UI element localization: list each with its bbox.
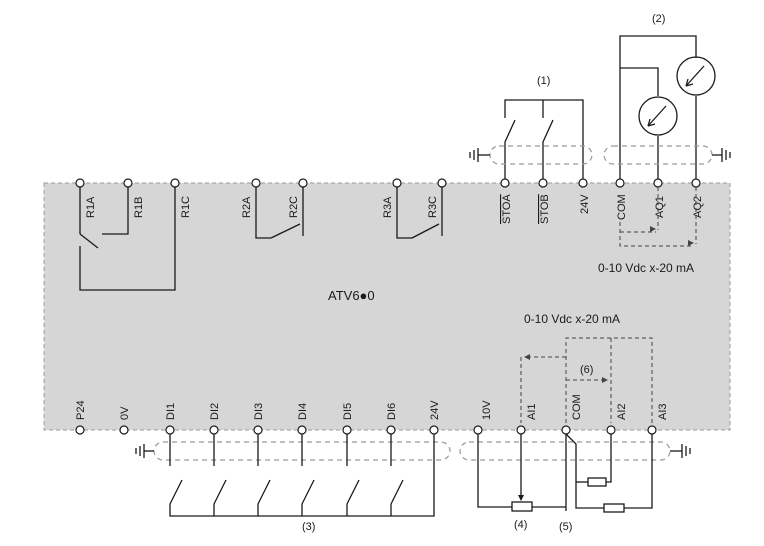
terminal-10v (473, 425, 483, 435)
label-di4: DI4 (297, 403, 309, 420)
label-r3a: R3A (382, 196, 394, 218)
label-stob: STOB (539, 194, 551, 224)
aq-shield (603, 145, 713, 165)
resistor-ai2-icon (587, 477, 607, 487)
terminal-di6 (386, 425, 396, 435)
terminal-ai1 (516, 425, 526, 435)
aq1-meter-icon (638, 96, 678, 136)
ai-range-arrows (520, 337, 653, 423)
aq2-meter-icon (676, 56, 716, 96)
terminal-di1 (165, 425, 175, 435)
terminal-r2c (298, 178, 308, 188)
terminal-24v-bottom (429, 425, 439, 435)
sto-circuit (478, 99, 593, 179)
device-title: ATV6●0 (328, 288, 375, 303)
label-p24: P24 (75, 400, 87, 420)
ground-icon (681, 444, 691, 458)
aq-circuit (603, 35, 722, 179)
label-di6: DI6 (386, 403, 398, 420)
terminal-r3c (437, 178, 447, 188)
ai-shield (459, 441, 671, 461)
label-stoa: STOA (501, 194, 513, 224)
ai-circuit (459, 433, 682, 513)
terminal-di2 (209, 425, 219, 435)
terminal-aq1 (653, 178, 663, 188)
ground-icon (469, 148, 479, 162)
top-terminal-labels: R1A R1B R1C R2A R2C R3A R3C STOA STOB 24… (85, 194, 704, 224)
terminal-r1b (123, 178, 133, 188)
terminal-di4 (297, 425, 307, 435)
ground-icon (135, 444, 145, 458)
label-r1a: R1A (85, 196, 97, 218)
label-r2a: R2A (241, 196, 253, 218)
label-ai1: AI1 (526, 403, 538, 420)
bottom-terminal-labels: P24 0V DI1 DI2 DI3 DI4 DI5 DI6 24V 10V A… (75, 394, 669, 420)
note-3: (3) (302, 521, 315, 533)
resistor-ai3-icon (603, 503, 625, 513)
label-10v: 10V (481, 400, 493, 420)
aq-range-arrows (619, 187, 697, 247)
label-r1c: R1C (180, 196, 192, 218)
terminal-r3a (392, 178, 402, 188)
bottom-terminal-block (75, 425, 657, 435)
label-r3c: R3C (427, 196, 439, 218)
terminal-r1a (75, 178, 85, 188)
di-circuit (144, 434, 451, 517)
terminal-p24 (75, 425, 85, 435)
terminal-r2a (251, 178, 261, 188)
label-r2c: R2C (288, 196, 300, 218)
terminal-r1c (170, 178, 180, 188)
relay-r2 (255, 187, 304, 239)
label-ai3: AI3 (657, 403, 669, 420)
label-di5: DI5 (342, 403, 354, 420)
note-4: (4) (514, 519, 527, 531)
note-1: (1) (537, 75, 550, 87)
label-com-top: COM (616, 194, 628, 220)
ai-range-label: 0-10 Vdc x-20 mA (524, 312, 620, 326)
label-0v: 0V (119, 406, 131, 420)
label-r1b: R1B (133, 197, 145, 218)
relay-r1 (79, 187, 176, 291)
terminal-stob (538, 178, 548, 188)
label-24v-top: 24V (579, 194, 591, 214)
terminal-di3 (253, 425, 263, 435)
terminal-aq2 (691, 178, 701, 188)
terminal-di5 (342, 425, 352, 435)
terminal-com-bottom (561, 425, 571, 435)
label-24v-bottom: 24V (429, 400, 441, 420)
note-2: (2) (652, 13, 665, 25)
relay-r3 (396, 187, 443, 239)
terminal-0v (119, 425, 129, 435)
terminal-com-top (615, 178, 625, 188)
terminal-24v-top (578, 178, 588, 188)
potentiometer-icon (511, 501, 533, 512)
label-di1: DI1 (165, 403, 177, 420)
label-aq1: AQ1 (654, 196, 666, 218)
terminal-ai2 (606, 425, 616, 435)
drive-body (43, 182, 731, 431)
note-6: (6) (580, 364, 593, 376)
label-aq2: AQ2 (692, 196, 704, 218)
label-di3: DI3 (253, 403, 265, 420)
label-com-bottom: COM (571, 394, 583, 420)
label-ai2: AI2 (616, 403, 628, 420)
terminal-ai3 (647, 425, 657, 435)
aq-range-label: 0-10 Vdc x-20 mA (598, 261, 694, 275)
note-5: (5) (559, 521, 572, 533)
terminal-stoa (500, 178, 510, 188)
ground-icon (721, 148, 731, 162)
label-di2: DI2 (209, 403, 221, 420)
